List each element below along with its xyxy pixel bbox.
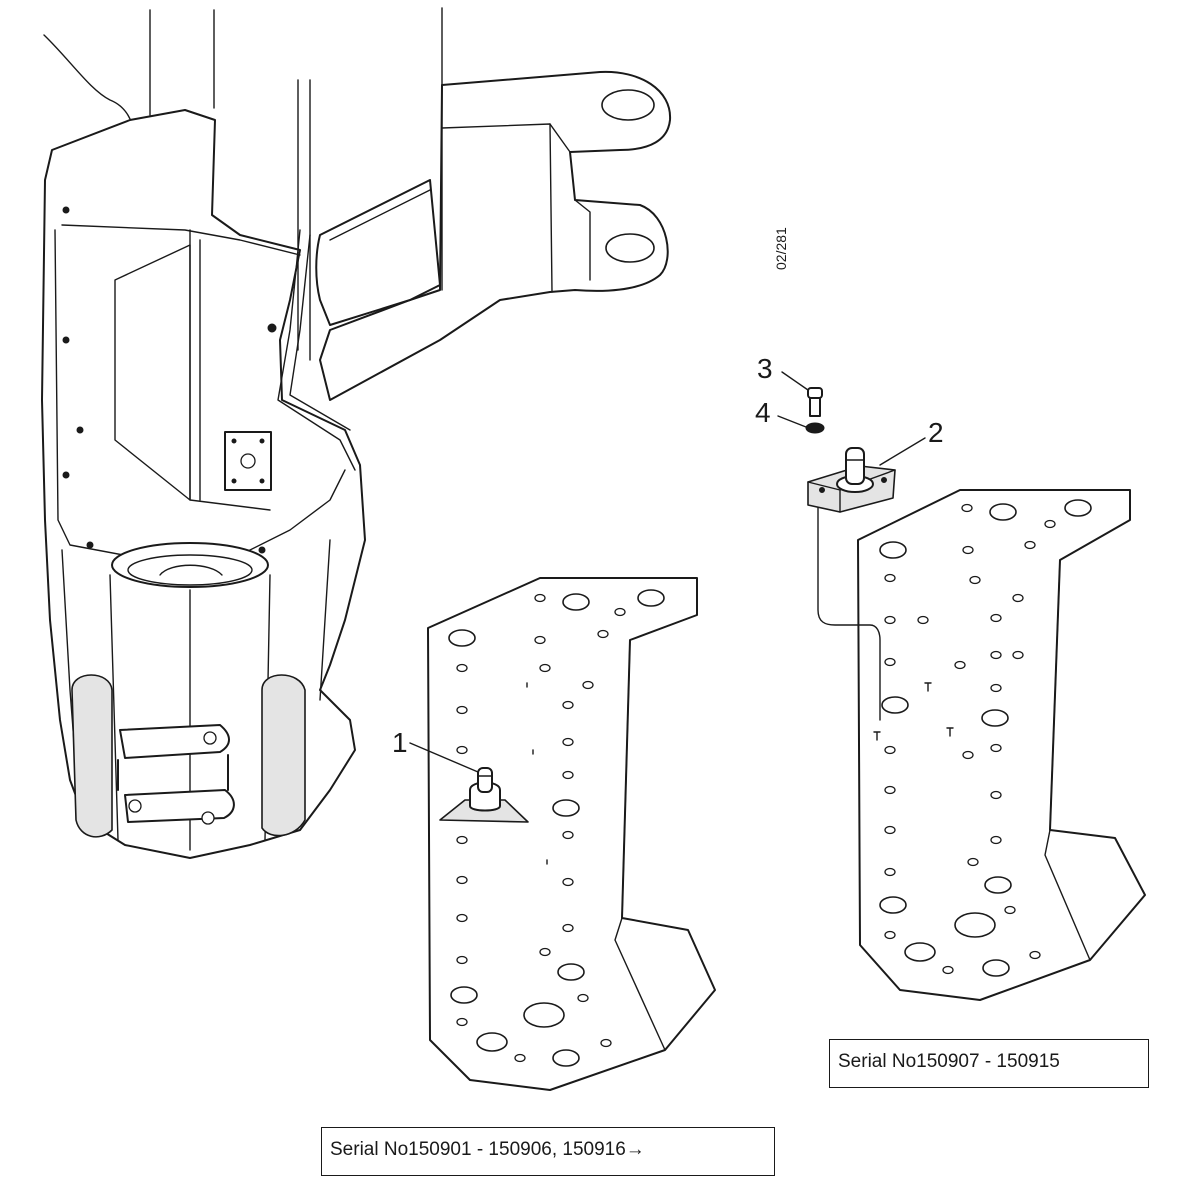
svg-text:4: 4	[755, 397, 771, 428]
part-2-bracket	[807, 447, 896, 513]
serial-text-plate-a: Serial No150901 - 150906, 150916	[330, 1139, 626, 1160]
part-4-washer	[805, 422, 825, 434]
svg-text:1: 1	[392, 727, 408, 758]
callout-4: 4	[755, 397, 807, 428]
arrow-right-icon: →	[625, 1139, 645, 1160]
mounting-plate-a	[427, 577, 716, 1091]
callout-2: 2	[879, 417, 944, 466]
machine-frame	[41, 7, 443, 859]
serial-label-plate-a: Serial No150901 - 150906, 150916→	[321, 1127, 775, 1176]
serial-text-plate-b: Serial No150907 - 150915	[838, 1051, 1060, 1072]
drawing-reference: 02/281	[773, 227, 789, 270]
part-1-fitting	[439, 767, 529, 823]
svg-text:3: 3	[757, 353, 773, 384]
boom-bracket	[315, 70, 672, 401]
svg-text:2: 2	[928, 417, 944, 448]
callout-1: 1	[392, 727, 479, 773]
serial-label-plate-b: Serial No150907 - 150915	[829, 1039, 1149, 1088]
callout-3: 3	[757, 353, 809, 391]
part-3-bolt	[807, 387, 823, 417]
mounting-plate-b	[805, 387, 1146, 1001]
